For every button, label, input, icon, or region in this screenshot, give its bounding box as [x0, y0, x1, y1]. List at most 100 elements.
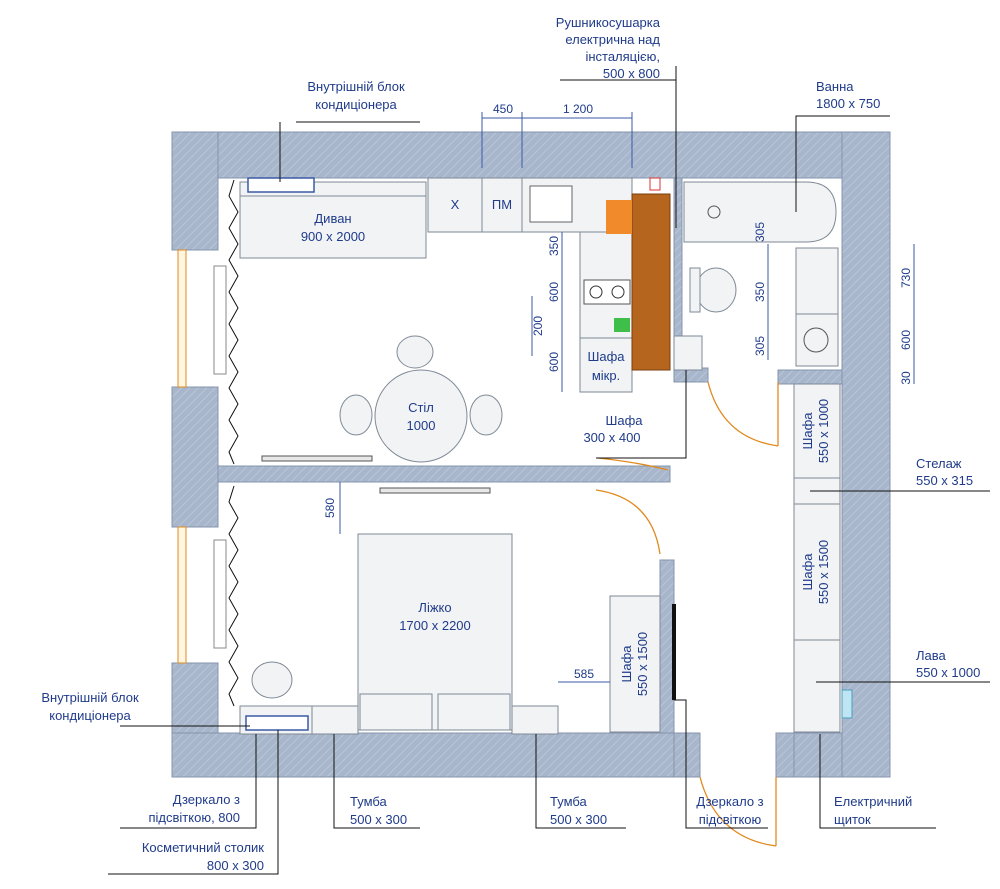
vanity-label-1: Косметичний столик	[142, 840, 264, 855]
dim-305a: 305	[753, 222, 767, 242]
dim-600c: 600	[899, 330, 913, 350]
ac-bottom-label-2: кондиціонера	[49, 708, 131, 723]
dim-450: 450	[493, 102, 513, 116]
kitchen-island	[631, 193, 671, 371]
cab-300-label-1: Шафа	[605, 413, 643, 428]
corridor: Шафа 550 x 1000 Шафа 550 x 1500	[793, 383, 853, 733]
mirror-left-label-1: Дзеркало з	[173, 792, 240, 807]
dim-730: 730	[899, 268, 913, 288]
cooktop	[583, 279, 631, 305]
bedroom: Ліжко 1700 x 2200 Шафа 550 x 1500	[239, 487, 676, 735]
electric-panel	[841, 689, 853, 719]
washer	[795, 313, 839, 367]
callouts: Внутрішній блок кондиціонера Рушникосуша…	[41, 15, 980, 873]
bench	[793, 639, 841, 733]
wall-right	[841, 131, 891, 778]
wall-partition-rooms	[217, 465, 671, 483]
nightstand-left	[311, 705, 359, 735]
wall-corridor-left	[659, 559, 675, 734]
dim-305b: 305	[753, 336, 767, 356]
sofa-label-2: 900 x 2000	[301, 229, 365, 244]
table	[374, 369, 468, 463]
wall-corridor-right	[775, 732, 795, 778]
living-room: Диван 900 x 2000 Стіл 1000	[239, 177, 503, 463]
kitchen: Х ПМ Шафа мікр.	[427, 177, 703, 393]
bench-label-2: 550 x 1000	[916, 665, 980, 680]
el-panel-label-1: Електричний	[834, 794, 912, 809]
dim-30: 30	[899, 371, 913, 385]
bath-label-1: Ванна	[816, 79, 854, 94]
doors	[595, 381, 779, 847]
door-living-arc	[597, 457, 669, 471]
bench-label-1: Лава	[916, 648, 947, 663]
wardrobe-1000-label-2: 550 x 1000	[816, 399, 831, 463]
nightstand-right	[511, 705, 559, 735]
ac-bottom-label-1: Внутрішній блок	[41, 690, 139, 705]
wall-top	[171, 131, 891, 179]
tv-living	[261, 455, 373, 462]
chair-left	[339, 394, 373, 436]
dim-580: 580	[323, 498, 337, 518]
towel-label-1: Рушникосушарка	[556, 15, 661, 30]
mirror-right-label-1: Дзеркало з	[696, 794, 763, 809]
window-top	[177, 249, 187, 388]
ac-unit-top	[247, 177, 315, 193]
bed-label-1: Ліжко	[418, 600, 451, 615]
towel-label-3: інсталяцією,	[585, 49, 660, 64]
tumba-2-label-2: 500 x 300	[550, 812, 607, 827]
fridge-label: Х	[451, 197, 460, 212]
dim-350a: 350	[547, 236, 561, 256]
dimensions: 450 1 200 350 600 200 600 305 350 305 73…	[323, 102, 915, 683]
wardrobe-1000-label-1: Шафа	[800, 412, 815, 450]
pillow-right	[437, 693, 511, 731]
leaders	[108, 66, 990, 875]
bath-label-2: 1800 x 750	[816, 96, 880, 111]
fridge	[427, 177, 483, 233]
walls	[171, 131, 891, 778]
wardrobe-1500-bed	[609, 595, 661, 733]
chair-right	[469, 394, 503, 436]
table-label-2: 1000	[407, 418, 436, 433]
wardrobe-1500-right	[793, 503, 841, 641]
towel-dryer	[649, 177, 661, 191]
toilet-tank	[689, 267, 701, 313]
mw-cab-label-1: Шафа	[587, 349, 625, 364]
microwave-cabinet	[579, 337, 633, 393]
bathroom	[649, 177, 839, 367]
towel-label-4: 500 x 800	[603, 66, 660, 81]
wall-bottom-left	[171, 732, 701, 778]
shelf-label-1: Стелаж	[916, 456, 962, 471]
dim-200: 200	[531, 316, 545, 336]
green-block	[614, 318, 630, 332]
mirror-right-label-2: підсвіткою	[699, 812, 762, 827]
dishwasher-label: ПМ	[492, 197, 512, 212]
tv-bedroom	[379, 487, 491, 494]
dim-585: 585	[574, 667, 594, 681]
pillow-left	[359, 693, 433, 731]
mirror-right-line	[672, 604, 676, 700]
shelf-label-2: 550 x 315	[916, 473, 973, 488]
wall-corridor-bottom	[673, 732, 701, 778]
cabinet-300	[673, 335, 703, 371]
vanity-chair	[251, 661, 293, 699]
table-label-1: Стіл	[408, 400, 434, 415]
wall-bath-bottom-right	[777, 369, 843, 385]
toilet	[695, 267, 737, 313]
windows	[177, 179, 239, 707]
wardrobe-1500-bed-label-1: Шафа	[619, 645, 634, 683]
ac-top-label-2: кондиціонера	[315, 97, 397, 112]
mw-cab-label-2: мікр.	[592, 368, 620, 383]
tumba-1-label-2: 500 x 300	[350, 812, 407, 827]
ac-unit-bottom	[245, 715, 309, 731]
cab-300-label-2: 300 x 400	[583, 430, 640, 445]
dim-600b: 600	[547, 352, 561, 372]
el-panel-label-2: щиток	[834, 812, 871, 827]
mirror-left-label-2: підсвіткою, 800	[149, 810, 241, 825]
sofa-label-1: Диван	[314, 211, 351, 226]
washbasin-cabinet	[795, 247, 839, 315]
door-bedroom-arc	[595, 489, 661, 555]
dim-1200: 1 200	[563, 102, 593, 116]
bathtub	[683, 181, 837, 243]
ac-top-label-1: Внутрішній блок	[307, 79, 405, 94]
